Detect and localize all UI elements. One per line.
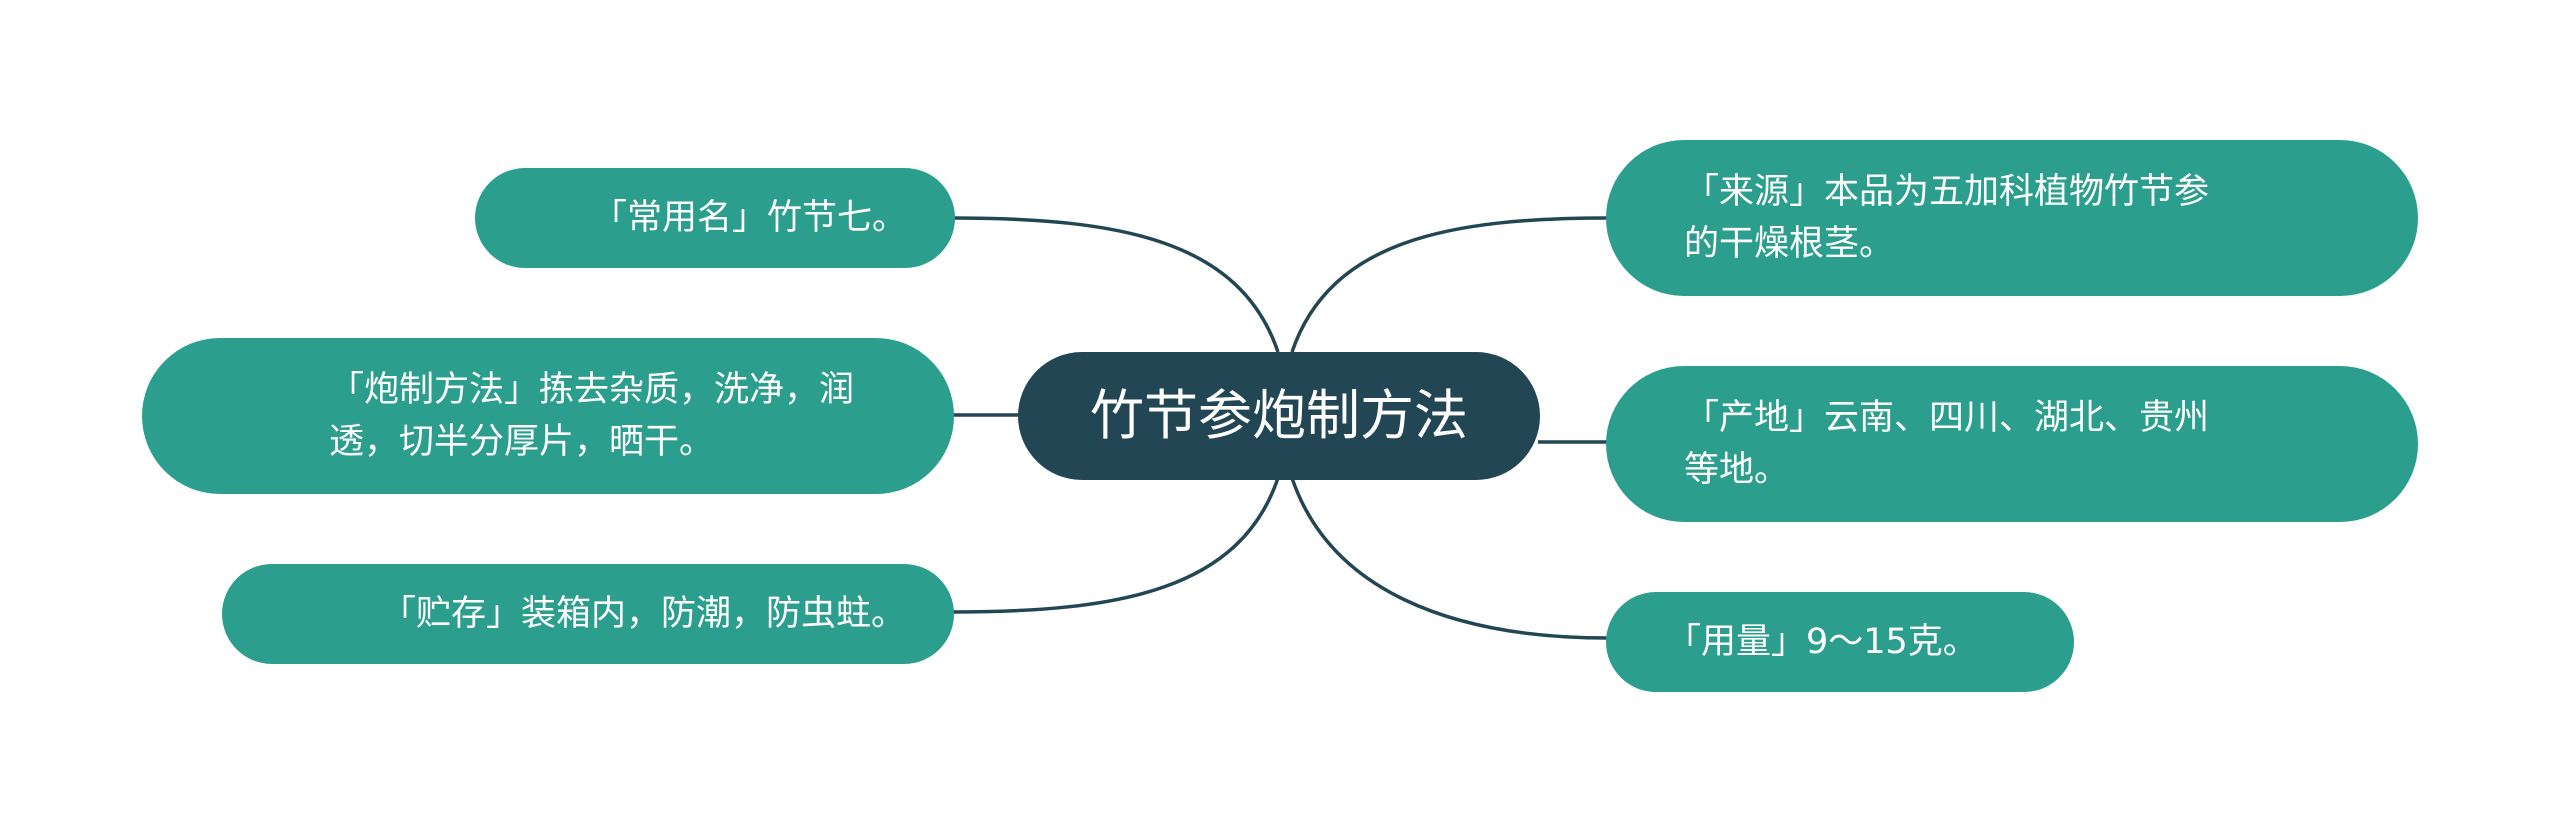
topic-dosage[interactable]: 「用量」9～15克。	[1606, 592, 2074, 692]
topic-common-name[interactable]: 「常用名」竹节七。	[475, 168, 955, 268]
topic-origin-line-2: 等地。	[1684, 450, 1790, 490]
topic-source-line-1: 「来源」本品为五加科植物竹节参	[1684, 172, 2210, 212]
topic-processing-method-line-1: 「炮制方法」拣去杂质，洗净，润	[328, 370, 854, 410]
link-common-name	[951, 216, 1280, 353]
central-topic[interactable]: 竹节参炮制方法	[1018, 352, 1540, 480]
topic-common-name-text: 「常用名」竹节七。	[591, 198, 907, 238]
topic-processing-method[interactable]: 「炮制方法」拣去杂质，洗净，润 透，切半分厚片，晒干。	[142, 338, 954, 494]
central-topic-label: 竹节参炮制方法	[1090, 384, 1468, 447]
link-storage	[951, 477, 1280, 614]
topic-origin-line-1: 「产地」云南、四川、湖北、贵州	[1684, 398, 2210, 438]
topic-source[interactable]: 「来源」本品为五加科植物竹节参 的干燥根茎。	[1606, 140, 2418, 296]
topic-storage[interactable]: 「贮存」装箱内，防潮，防虫蛀。	[222, 564, 954, 664]
link-source	[1290, 216, 1609, 353]
topic-storage-text: 「贮存」装箱内，防潮，防虫蛀。	[380, 594, 906, 634]
topic-source-line-2: 的干燥根茎。	[1684, 224, 1895, 264]
topic-processing-method-line-2: 透，切半分厚片，晒干。	[328, 422, 714, 462]
topic-origin[interactable]: 「产地」云南、四川、湖北、贵州 等地。	[1606, 366, 2418, 522]
topic-dosage-text: 「用量」9～15克。	[1666, 622, 1978, 662]
link-dosage	[1290, 477, 1609, 640]
